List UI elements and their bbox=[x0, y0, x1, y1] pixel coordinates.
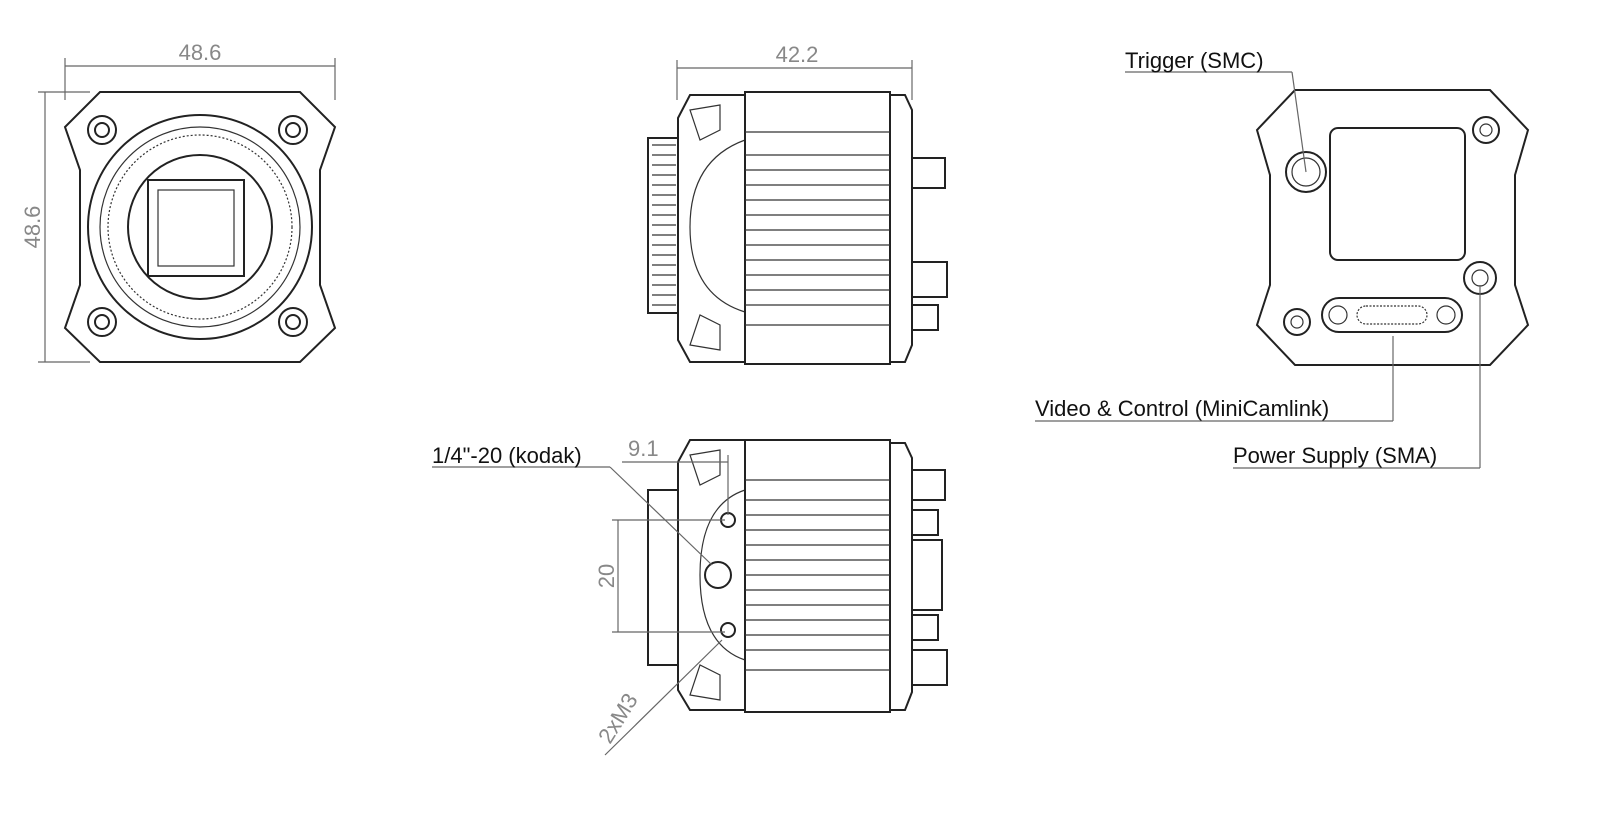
back-view: Trigger (SMC) Video & Control (MiniCamli… bbox=[1035, 48, 1530, 469]
side-view-bottom: 20 9.1 1/4"-20 (kodak) 2xM3 bbox=[432, 436, 948, 756]
front-view: 48.6 48.6 bbox=[20, 40, 337, 363]
side-view: 42.2 bbox=[647, 42, 948, 365]
video-callout: Video & Control (MiniCamlink) bbox=[1035, 396, 1329, 421]
front-width-dim: 48.6 bbox=[179, 40, 222, 65]
trigger-callout: Trigger (SMC) bbox=[1125, 48, 1264, 73]
front-height-dim: 48.6 bbox=[20, 206, 45, 249]
screws-callout: 2xM3 bbox=[593, 689, 643, 748]
mount-offset-dim: 9.1 bbox=[628, 436, 659, 461]
mount-spacing-dim: 20 bbox=[594, 564, 619, 588]
tripod-callout: 1/4"-20 (kodak) bbox=[432, 443, 582, 468]
side-length-dim: 42.2 bbox=[776, 42, 819, 67]
power-callout: Power Supply (SMA) bbox=[1233, 443, 1437, 468]
